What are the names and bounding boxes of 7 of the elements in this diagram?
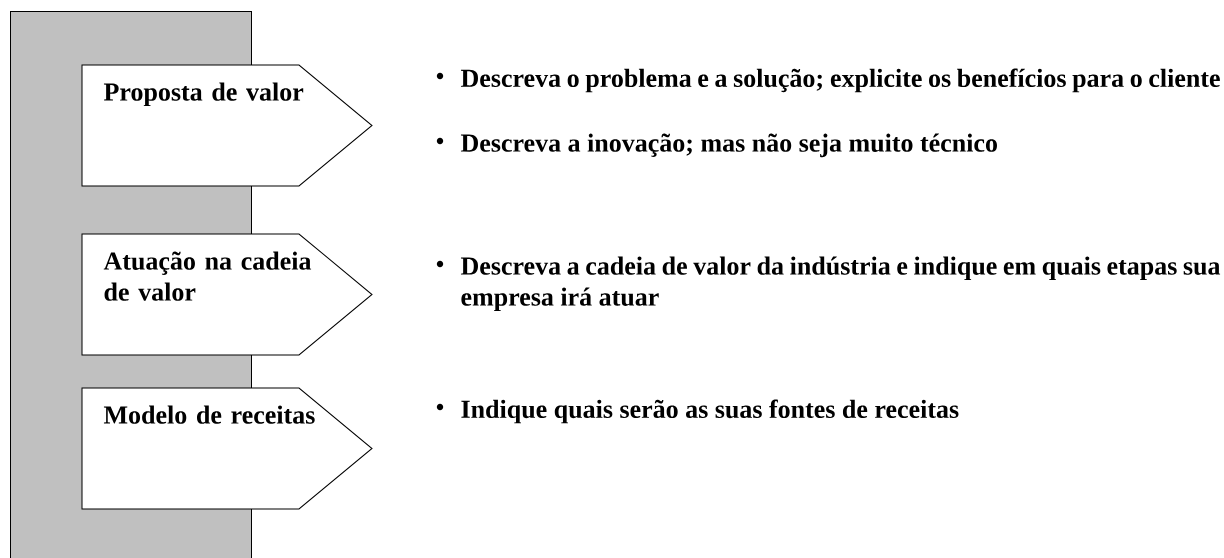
bullet-text: Indique quais serão as suas fontes de receitas [461, 399, 959, 424]
bullet-text: Descreva a inovação; mas não seja muito técnico [460, 133, 997, 158]
bullet-text: Descreva o problema e a solução; explicite os benefícios para o cliente [460, 68, 1220, 93]
bullet-text: Descreva a cadeia de valor da indústria e indique em quais etapas sua empresa irá atuar [460, 256, 1221, 312]
arrow-box: Proposta de valor [81, 64, 373, 187]
arrow-box: Modelo de receitas [81, 387, 373, 510]
arrow-box: Atuação na cadeia de valor [81, 233, 373, 356]
